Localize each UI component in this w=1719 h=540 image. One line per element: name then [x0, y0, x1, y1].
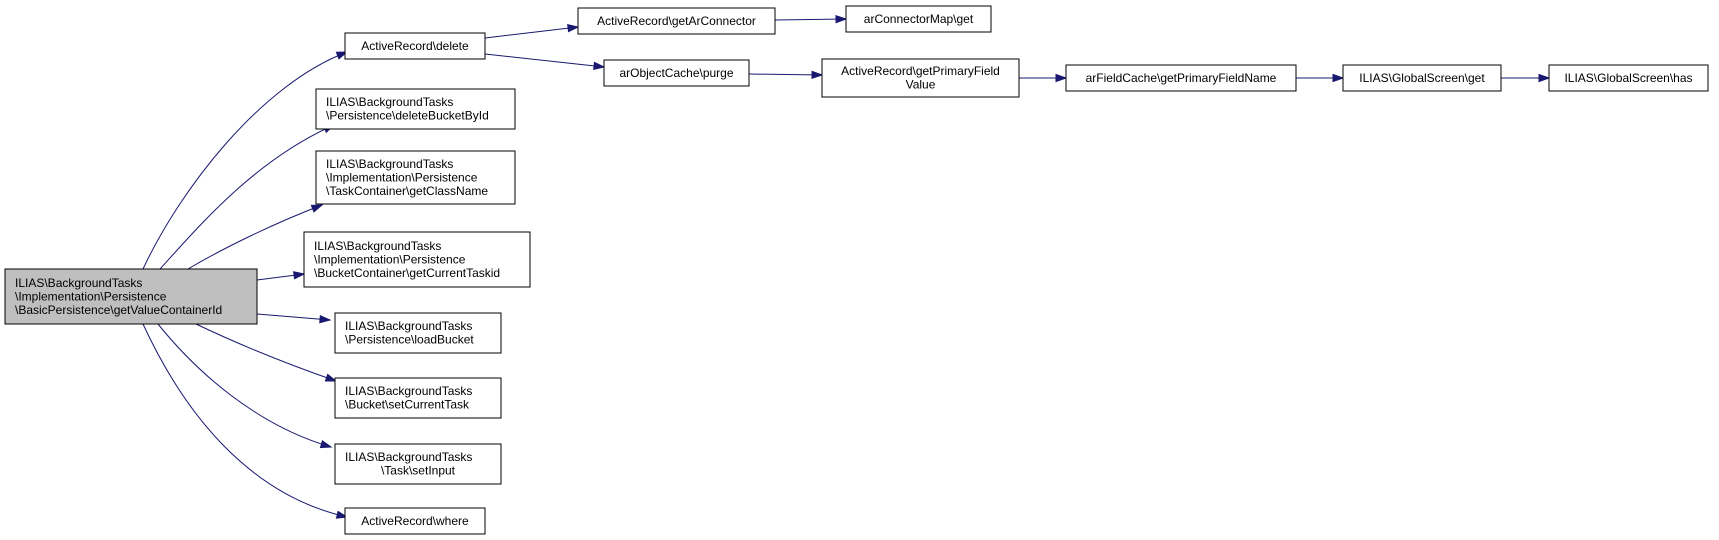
edge-root-to-get_current_taskid — [256, 271, 306, 281]
node-label-line: arConnectorMap\get — [864, 12, 974, 26]
node-box — [1065, 64, 1297, 92]
node-set_current_task[interactable]: ILIAS\BackgroundTasks\Bucket\setCurrentT… — [334, 377, 502, 419]
node-get_class_name[interactable]: ILIAS\BackgroundTasks\Implementation\Per… — [315, 150, 516, 205]
node-label-line: ActiveRecord\where — [361, 514, 469, 528]
node-label-line: \Implementation\Persistence — [15, 289, 167, 303]
node-label-line: arObjectCache\purge — [619, 66, 733, 80]
node-get_ar_connector[interactable]: ActiveRecord\getArConnector — [577, 7, 776, 35]
node-label-line: \Bucket\setCurrentTask — [345, 398, 470, 412]
edge-ar_delete-to-cache_purge — [484, 53, 606, 71]
node-label-line: \Task\setInput — [381, 464, 456, 478]
node-label-line: \TaskContainer\getClassName — [326, 184, 488, 198]
node-get_current_taskid[interactable]: ILIAS\BackgroundTasks\Implementation\Per… — [303, 231, 531, 288]
node-label-line: ActiveRecord\getArConnector — [597, 14, 756, 28]
node-box — [577, 7, 776, 35]
edge-root-to-set_input — [157, 323, 333, 449]
node-ar_delete[interactable]: ActiveRecord\delete — [344, 32, 486, 60]
arrowhead — [293, 271, 306, 280]
node-box — [334, 312, 502, 354]
node-label-line: ActiveRecord\delete — [361, 39, 469, 53]
node-label-line: \BasicPersistence\getValueContainerId — [15, 303, 222, 317]
node-box — [315, 88, 516, 130]
edge-global_screen_get-to-global_screen_has — [1501, 73, 1551, 83]
arrowhead — [593, 61, 606, 71]
node-box — [4, 268, 258, 325]
arrowhead — [1538, 73, 1551, 83]
function-nodes: ILIAS\BackgroundTasks\Implementation\Per… — [4, 5, 1709, 535]
node-label-line: ILIAS\BackgroundTasks — [345, 450, 472, 464]
edge-root-to-get_class_name — [187, 204, 324, 270]
node-label-line: \Implementation\Persistence — [326, 170, 478, 184]
node-delete_bucket[interactable]: ILIAS\BackgroundTasks\Persistence\delete… — [315, 88, 516, 130]
node-box — [334, 443, 502, 485]
node-label-line: ILIAS\BackgroundTasks — [345, 384, 472, 398]
node-label-line: \Persistence\loadBucket — [345, 333, 474, 347]
arrowhead — [1332, 73, 1345, 83]
edge-root-to-set_current_task — [195, 323, 338, 382]
node-label-line: Value — [906, 78, 936, 92]
arrowhead — [567, 24, 580, 33]
node-cache_purge[interactable]: arObjectCache\purge — [603, 59, 750, 87]
node-load_bucket[interactable]: ILIAS\BackgroundTasks\Persistence\loadBu… — [334, 312, 502, 354]
node-label-line: arFieldCache\getPrimaryFieldName — [1086, 71, 1277, 85]
node-label-line: ILIAS\BackgroundTasks — [314, 239, 441, 253]
node-box — [821, 58, 1020, 98]
edge-cache_purge-to-get_primary_field_value — [748, 70, 824, 80]
node-box — [845, 5, 992, 33]
node-ar_connector_map_get[interactable]: arConnectorMap\get — [845, 5, 992, 33]
arrowhead — [335, 510, 349, 519]
edge-root-to-load_bucket — [256, 313, 332, 324]
node-box — [1342, 64, 1502, 92]
node-label-line: ILIAS\BackgroundTasks — [326, 157, 453, 171]
node-set_input[interactable]: ILIAS\BackgroundTasks\Task\setInput — [334, 443, 502, 485]
node-root[interactable]: ILIAS\BackgroundTasks\Implementation\Per… — [4, 268, 258, 325]
arrowhead — [811, 70, 824, 80]
node-global_screen_has[interactable]: ILIAS\GlobalScreen\has — [1548, 64, 1709, 92]
arrowhead — [835, 14, 848, 24]
arrowhead — [335, 51, 349, 60]
node-box — [344, 32, 486, 60]
edge-get_primary_field_value-to-get_primary_field_name — [1019, 73, 1068, 83]
edge-ar_delete-to-get_ar_connector — [484, 24, 580, 39]
node-box — [344, 507, 486, 535]
arrowhead — [319, 314, 332, 324]
edge-get_primary_field_name-to-global_screen_get — [1296, 73, 1345, 83]
edge-get_ar_connector-to-ar_connector_map_get — [774, 14, 848, 24]
node-get_primary_field_name[interactable]: arFieldCache\getPrimaryFieldName — [1065, 64, 1297, 92]
node-label-line: ILIAS\BackgroundTasks — [345, 319, 472, 333]
node-label-line: \Persistence\deleteBucketById — [326, 109, 489, 123]
node-box — [334, 377, 502, 419]
node-label-line: ILIAS\BackgroundTasks — [15, 276, 142, 290]
arrowhead — [310, 204, 324, 213]
node-global_screen_get[interactable]: ILIAS\GlobalScreen\get — [1342, 64, 1502, 92]
node-box — [315, 150, 516, 205]
node-label-line: ILIAS\BackgroundTasks — [326, 95, 453, 109]
edge-root-to-ar_where — [142, 323, 349, 519]
arrowhead — [324, 373, 338, 382]
arrowhead — [319, 440, 333, 449]
node-box — [1548, 64, 1709, 92]
node-label-line: \BucketContainer\getCurrentTaskid — [314, 266, 500, 280]
edge-root-to-ar_delete — [142, 51, 349, 270]
node-ar_where[interactable]: ActiveRecord\where — [344, 507, 486, 535]
node-box — [303, 231, 531, 288]
node-box — [603, 59, 750, 87]
node-label-line: ActiveRecord\getPrimaryField — [841, 64, 1000, 78]
node-label-line: ILIAS\GlobalScreen\get — [1359, 71, 1485, 85]
node-label-line: \Implementation\Persistence — [314, 252, 466, 266]
node-label-line: ILIAS\GlobalScreen\has — [1564, 71, 1692, 85]
arrowhead — [1055, 73, 1068, 83]
